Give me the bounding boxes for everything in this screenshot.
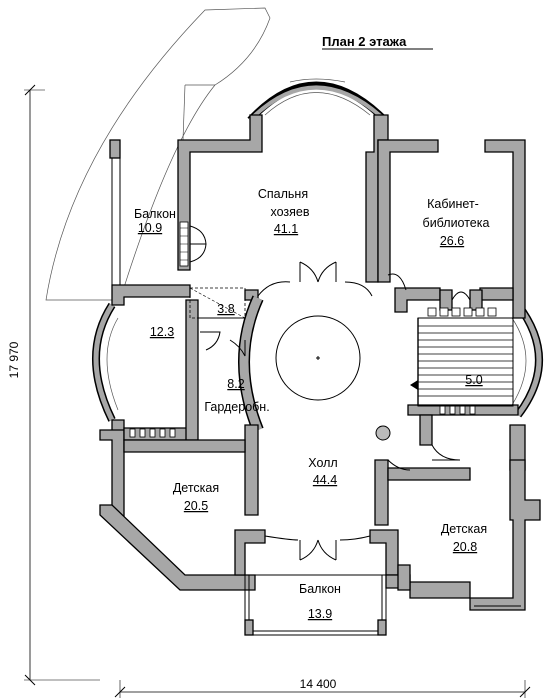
- room-name-line2: библиотека: [423, 216, 490, 230]
- hall-ceiling-circle: [275, 315, 391, 441]
- width-dimension-label: 14 400: [300, 677, 337, 691]
- room-kids-right: Детская 20.8: [441, 522, 487, 554]
- bottom-balcony-rail: [244, 574, 387, 636]
- master-bay-dome: [247, 78, 388, 123]
- room-bathroom: 3.8: [217, 302, 234, 316]
- staircase: [410, 307, 514, 407]
- room-name: Холл: [308, 456, 337, 470]
- height-dimension-label: 17 970: [7, 341, 21, 378]
- room-area: 41.1: [274, 222, 298, 236]
- room-stairs: 5.0: [465, 373, 482, 387]
- left-bay-arc: [92, 302, 119, 422]
- doors: [189, 225, 461, 561]
- room-name-line1: Спальня: [258, 187, 308, 201]
- room-kids-left: Детская 20.5: [173, 481, 219, 513]
- right-balcony-rail: [470, 519, 540, 611]
- window-marks: [129, 221, 476, 438]
- room-bay-12-3: 12.3: [150, 325, 174, 339]
- room-name: Детская: [173, 481, 219, 495]
- room-balcony-bottom: Балкон 13.9: [299, 582, 341, 621]
- room-area: 20.5: [184, 499, 208, 513]
- room-area: 20.8: [453, 540, 477, 554]
- room-area: 8.2: [227, 377, 244, 391]
- room-area: 44.4: [313, 473, 337, 487]
- room-name-line1: Кабинет-: [427, 197, 479, 211]
- room-area: 5.0: [465, 373, 482, 387]
- room-area: 10.9: [138, 221, 162, 235]
- plan-title: План 2 этажа: [322, 34, 407, 49]
- room-area: 26.6: [440, 234, 464, 248]
- room-name-line2: хозяев: [270, 205, 309, 219]
- room-name: Детская: [441, 522, 487, 536]
- room-name: Балкон: [299, 582, 341, 596]
- dimension-height: 17 970: [7, 84, 100, 686]
- room-balcony-left: Балкон 10.9: [134, 207, 176, 235]
- terrace-outline: [45, 7, 271, 301]
- room-name: Гардеробн.: [204, 400, 269, 414]
- bathroom-outline: [189, 287, 246, 319]
- stair-top-niche: [439, 289, 483, 311]
- room-area: 3.8: [217, 302, 234, 316]
- room-wardrobe: 8.2 Гардеробн.: [204, 377, 269, 414]
- room-hall: Холл 44.4: [308, 456, 337, 487]
- dimension-width: 14 400: [114, 677, 531, 698]
- room-name: Балкон: [134, 207, 176, 221]
- right-bay-arc: [511, 302, 543, 418]
- room-area: 13.9: [308, 607, 332, 621]
- room-area: 12.3: [150, 325, 174, 339]
- room-master-bedroom: Спальня хозяев 41.1: [258, 187, 310, 236]
- room-study-library: Кабинет- библиотека 26.6: [423, 197, 490, 248]
